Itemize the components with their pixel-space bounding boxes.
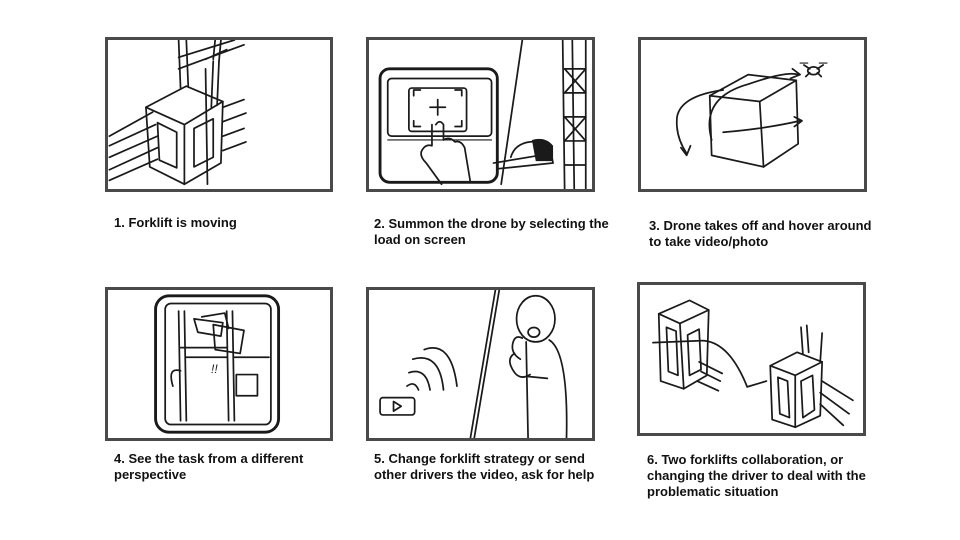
panel-3-caption: 3. Drone takes off and hover around to t… <box>649 218 872 249</box>
forklift-sketch <box>108 40 247 186</box>
panel-4-frame: !! <box>105 287 333 441</box>
panel-2-frame <box>366 37 595 192</box>
panel-1-caption: 1. Forklift is moving <box>114 215 237 230</box>
panel-3-frame <box>638 37 867 192</box>
drone-orbit-sketch <box>675 62 828 168</box>
panel-4-caption: 4. See the task from a different perspec… <box>114 451 304 482</box>
panel-6-caption: 6. Two forklifts collaboration, or chang… <box>647 452 866 499</box>
driver-call-sketch <box>379 290 568 438</box>
touchscreen-sketch <box>378 40 587 189</box>
exclamation-mark-text: !! <box>211 362 218 376</box>
panel-1-frame <box>105 37 333 192</box>
panel-5-frame <box>366 287 595 441</box>
panel-5-caption: 5. Change forklift strategy or send othe… <box>374 451 595 482</box>
two-forklifts-sketch <box>652 299 854 429</box>
perspective-screen-sketch <box>154 294 281 434</box>
panel-2-caption: 2. Summon the drone by selecting the loa… <box>374 216 609 247</box>
panel-6-frame <box>637 282 866 436</box>
